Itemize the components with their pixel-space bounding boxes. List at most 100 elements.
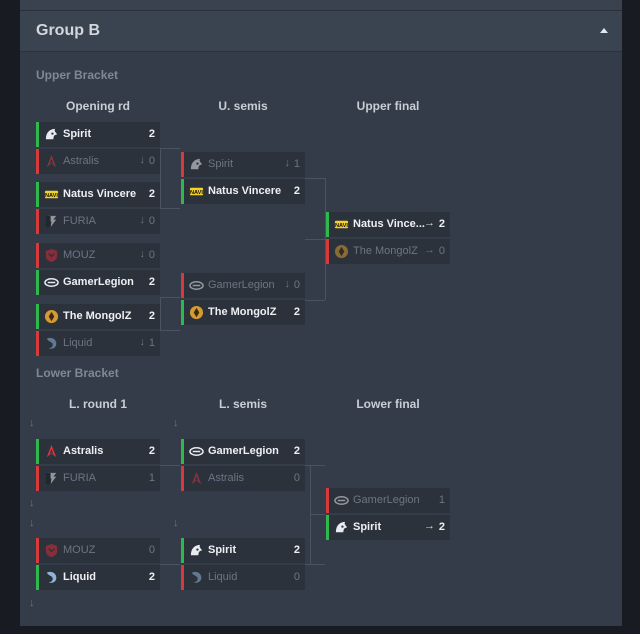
team-name: FURIA: [63, 472, 96, 484]
team-row[interactable]: MOUZ↓0: [36, 243, 160, 268]
team-score: 1: [148, 472, 155, 484]
connector: [160, 148, 180, 149]
mongolz-logo-icon: [334, 244, 349, 259]
team-score: 2: [293, 445, 300, 457]
drop-arrow-icon: ↓: [139, 336, 146, 348]
connector: [160, 465, 180, 466]
team-row[interactable]: FURIA 1: [36, 466, 160, 491]
team-name: Natus Vince...: [353, 218, 425, 230]
team-row[interactable]: MOUZ 0: [36, 538, 160, 563]
connector: [160, 564, 180, 565]
team-score: 1: [148, 337, 155, 349]
team-name: Spirit: [63, 128, 92, 140]
team-score: 0: [148, 544, 155, 556]
team-row[interactable]: Astralis 0: [181, 466, 305, 491]
team-score: 2: [438, 218, 445, 230]
group-header[interactable]: Group B: [20, 11, 622, 52]
team-score: 2: [293, 544, 300, 556]
team-name: GamerLegion: [208, 279, 275, 291]
group-panel: Group B Upper Bracket Opening rd U. semi…: [20, 0, 622, 626]
round-label-upper-final: Upper final: [356, 99, 420, 113]
drop-arrow-icon: ↓: [284, 278, 291, 290]
team-score: 2: [293, 306, 300, 318]
team-score: 0: [293, 279, 300, 291]
pending-arrow-icon: ↓: [173, 417, 179, 429]
team-name: Astralis: [63, 445, 104, 457]
team-row[interactable]: NAVI Natus Vincere 2: [36, 182, 160, 207]
team-score: 0: [438, 245, 445, 257]
team-name: GamerLegion: [353, 494, 420, 506]
connector: [160, 330, 180, 331]
team-name: MOUZ: [63, 544, 96, 556]
team-name: Spirit: [353, 521, 382, 533]
drop-arrow-icon: ↓: [139, 214, 146, 226]
liquid-logo-icon: [44, 336, 59, 351]
connector: [325, 178, 326, 300]
furia-logo-icon: [44, 214, 59, 229]
team-row[interactable]: Astralis↓0: [36, 149, 160, 174]
team-name: The MongolZ: [353, 245, 418, 257]
gamerlegion-logo-icon: [189, 278, 204, 293]
team-name: Astralis: [208, 472, 245, 484]
svg-text:NAVI: NAVI: [335, 223, 348, 229]
team-score: 2: [148, 188, 155, 200]
team-name: GamerLegion: [208, 445, 279, 457]
mouz-logo-icon: [44, 543, 59, 558]
upper-bracket-label: Upper Bracket: [36, 68, 119, 82]
team-score: 2: [438, 521, 445, 533]
team-row[interactable]: NAVI Natus Vince...→2: [326, 212, 450, 237]
team-name: Liquid: [63, 571, 96, 583]
pending-arrow-icon: ↓: [29, 597, 35, 609]
connector: [305, 178, 325, 179]
team-row[interactable]: Spirit 2: [181, 538, 305, 563]
team-row[interactable]: GamerLegion 1: [326, 488, 450, 513]
team-name: Spirit: [208, 544, 237, 556]
svg-text:NAVI: NAVI: [190, 190, 203, 196]
team-row[interactable]: GamerLegion ↓0: [181, 273, 305, 298]
round-label-opening: Opening rd: [66, 99, 130, 113]
connector: [310, 514, 325, 515]
collapse-caret-icon[interactable]: [600, 28, 608, 33]
team-score: 2: [148, 445, 155, 457]
mongolz-logo-icon: [44, 309, 59, 324]
team-name: MOUZ: [63, 249, 96, 261]
connector: [305, 300, 325, 301]
team-row[interactable]: GamerLegion 2: [181, 439, 305, 464]
team-name: Spirit: [208, 158, 234, 170]
gamerlegion-logo-icon: [334, 493, 349, 508]
team-name: Liquid: [208, 571, 238, 583]
drop-arrow-icon: ↓: [284, 157, 291, 169]
team-row[interactable]: Liquid↓1: [36, 331, 160, 356]
team-row[interactable]: The MongolZ→0: [326, 239, 450, 264]
navi-logo-icon: NAVI: [44, 187, 59, 202]
spirit-logo-icon: [44, 127, 59, 142]
team-score: 0: [293, 571, 300, 583]
team-row[interactable]: Astralis 2: [36, 439, 160, 464]
team-row[interactable]: Spirit↓1: [181, 152, 305, 177]
team-row[interactable]: FURIA↓0: [36, 209, 160, 234]
team-score: 0: [293, 472, 300, 484]
team-name: Natus Vincere: [63, 188, 137, 200]
furia-logo-icon: [44, 471, 59, 486]
advance-arrow-icon: →: [424, 217, 435, 229]
team-score: 2: [148, 310, 155, 322]
team-score: 0: [148, 155, 155, 167]
round-label-upper-semis: U. semis: [218, 99, 268, 113]
pending-arrow-icon: ↓: [29, 497, 35, 509]
mongolz-logo-icon: [189, 305, 204, 320]
pending-arrow-icon: ↓: [173, 517, 179, 529]
team-row[interactable]: Liquid 0: [181, 565, 305, 590]
navi-logo-icon: NAVI: [334, 217, 349, 232]
round-label-lower-round1: L. round 1: [69, 397, 127, 411]
pending-arrow-icon: ↓: [29, 417, 35, 429]
team-score: 2: [148, 276, 155, 288]
team-row[interactable]: Spirit→2: [326, 515, 450, 540]
team-score: 1: [438, 494, 445, 506]
connector: [160, 208, 180, 209]
